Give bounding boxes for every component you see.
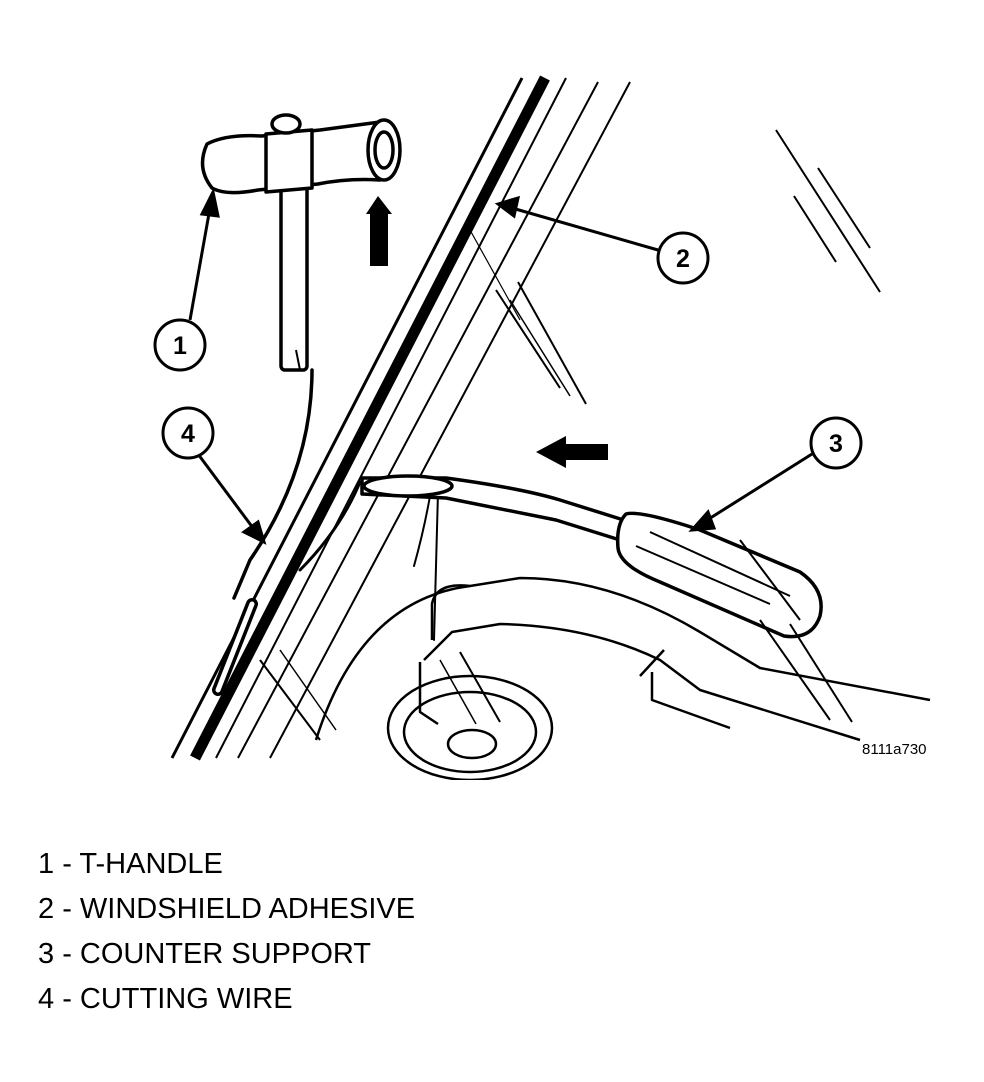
callout-1: 1 [153, 318, 207, 372]
legend-item-number: 4 [38, 983, 55, 1015]
callout-2-number: 2 [676, 245, 690, 273]
callout-4: 4 [161, 406, 215, 460]
leader-lines [188, 187, 813, 545]
legend-item-text: WINDSHIELD ADHESIVE [79, 893, 416, 925]
pull-up-arrow-icon [366, 196, 392, 266]
windshield-removal-illustration: 1 2 3 4 8111a730 [153, 75, 931, 780]
windshield-glass [237, 81, 881, 759]
counter-support-tool [360, 474, 853, 723]
vehicle-dash-body [314, 576, 931, 780]
legend-list: 1 - T-HANDLE 2 - WINDSHIELD ADHESIVE 3 -… [38, 842, 415, 1022]
callout-1-number: 1 [173, 332, 187, 360]
legend-item-number: 1 [38, 848, 55, 880]
callout-2: 2 [656, 231, 710, 285]
legend-item: 1 - T-HANDLE [38, 848, 223, 880]
callout-4-number: 4 [181, 420, 195, 448]
legend-item-number: 2 [38, 893, 55, 925]
legend-item: 4 - CUTTING WIRE [38, 983, 293, 1015]
legend-item-text: COUNTER SUPPORT [79, 938, 372, 970]
speaker-grille [386, 674, 554, 780]
callout-3: 3 [809, 416, 863, 470]
legend-item-number: 3 [38, 938, 55, 970]
legend-item-text: CUTTING WIRE [79, 983, 293, 1015]
callout-3-number: 3 [829, 430, 843, 458]
push-left-arrow-icon [536, 436, 608, 468]
t-handle-tool [200, 113, 402, 372]
legend-item-text: T-HANDLE [79, 848, 223, 880]
legend-item: 2 - WINDSHIELD ADHESIVE [38, 893, 416, 925]
legend-item: 3 - COUNTER SUPPORT [38, 938, 372, 970]
figure-id-label: 8111a730 [862, 741, 927, 758]
cutting-wire [212, 368, 439, 696]
direction-arrows [366, 196, 608, 468]
